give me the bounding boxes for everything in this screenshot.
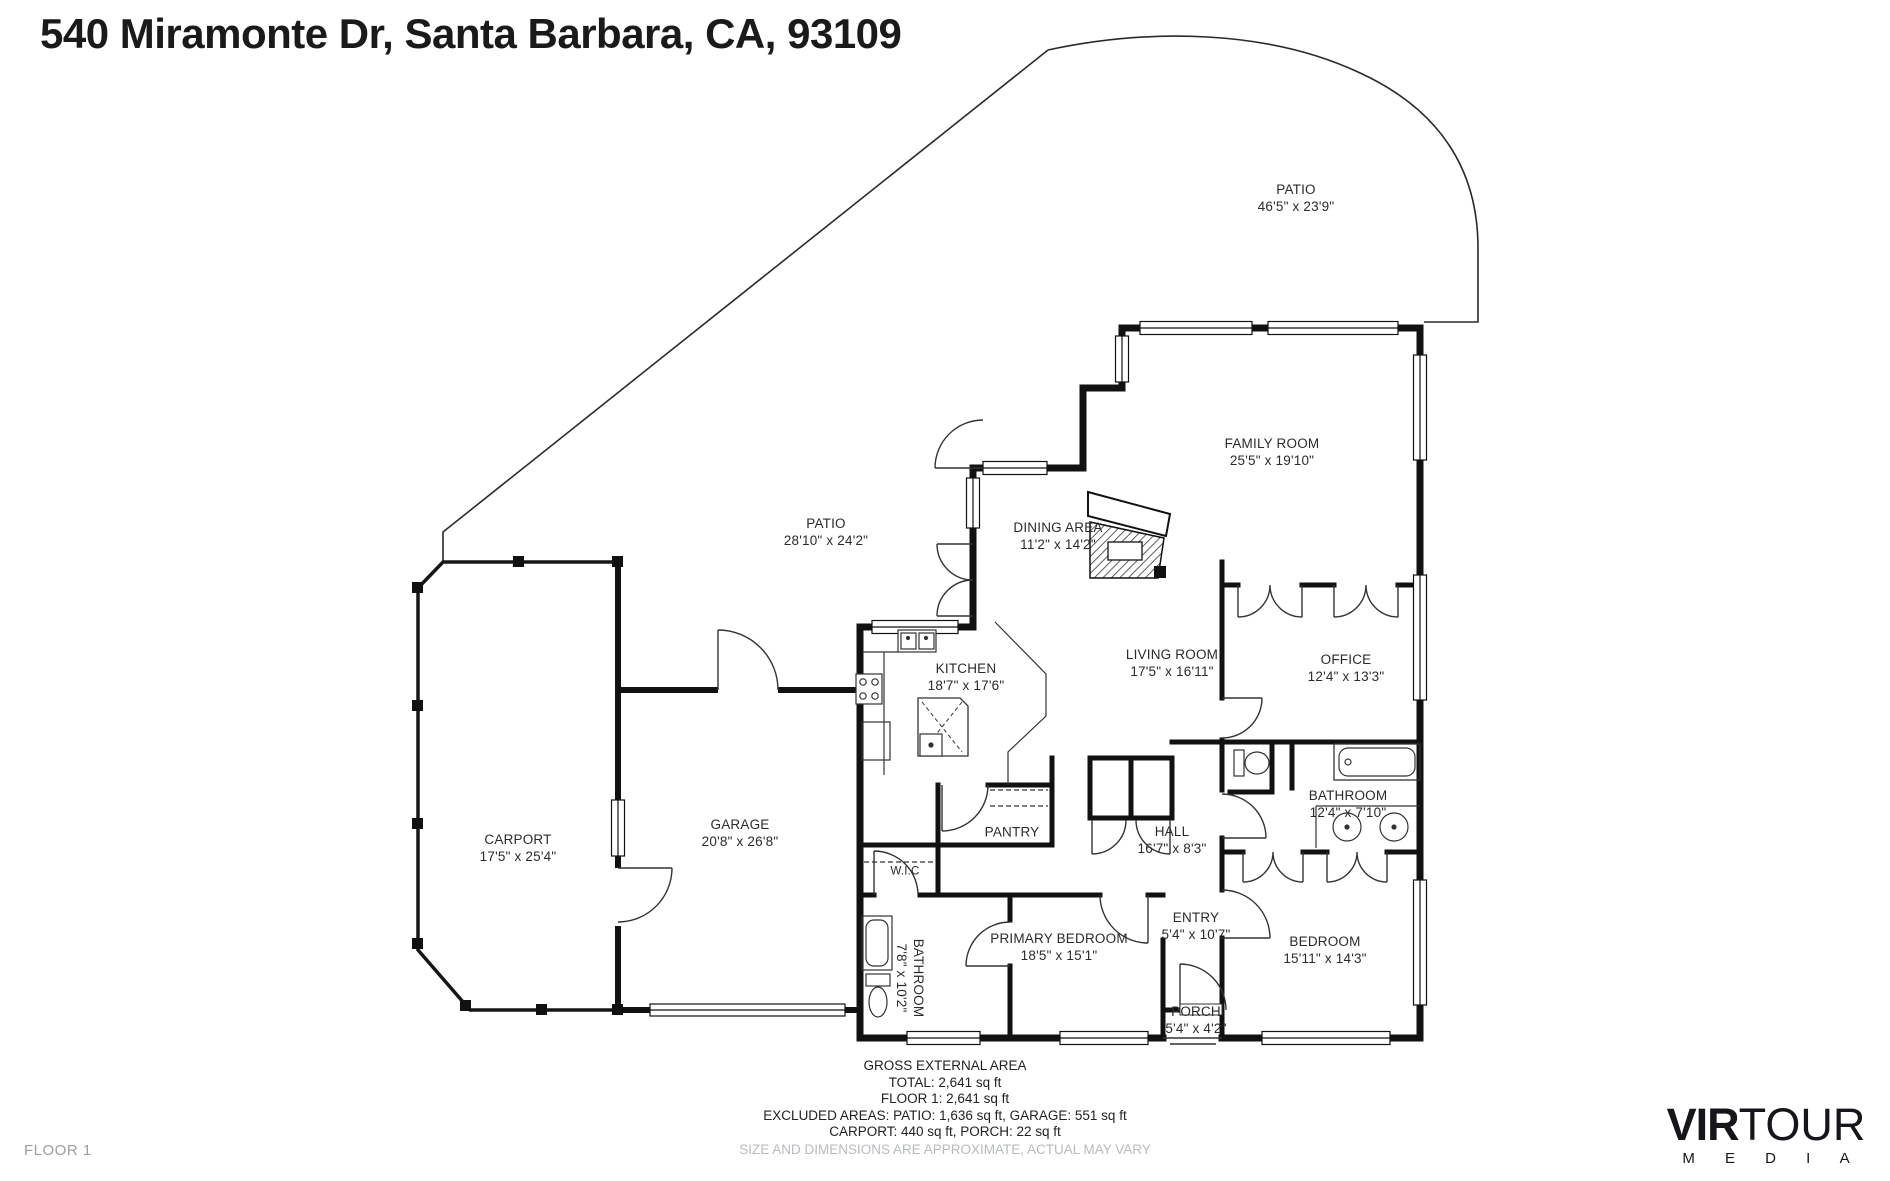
garage-door [649,1003,846,1017]
peninsula-counter [994,621,1047,785]
room-dims: 18'5" x 15'1" [1020,948,1098,963]
room-name: LIVING ROOM [1125,647,1219,662]
room-label-bedroom: BEDROOM 15'11" x 14'3" [1283,933,1366,967]
room-name: CARPORT [484,832,552,847]
room-dims: 11'2" x 14'2" [1020,537,1096,552]
summary-total: TOTAL: 2,641 sq ft [888,1074,1002,1090]
room-name: BATHROOM [1308,788,1388,803]
carport-posts [412,556,623,1015]
summary-excluded-2: CARPORT: 440 sq ft, PORCH: 22 sq ft [829,1124,1061,1139]
room-name: PATIO [1276,182,1316,197]
logo-part-media: M E D I A [1682,1150,1863,1167]
room-label-entry: ENTRY 5'4" x 10'7" [1162,909,1231,943]
room-dims: 12'4" x 13'3" [1307,669,1385,684]
room-dims: 15'11" x 14'3" [1283,951,1367,966]
virtour-media-logo: VIRTOUR M E D I A [1652,1102,1880,1168]
carport-walls [412,556,623,1015]
door-threshold [1179,1003,1223,1016]
room-dims: 5'4" x 4'2" [1165,1021,1227,1036]
room-label-family-room: FAMILY ROOM 25'5" x 19'10" [1225,435,1320,469]
interior-walls [857,559,1423,1041]
sink [1332,812,1362,842]
logo-part-tour: TOUR [1738,1099,1866,1150]
fireplace [1087,490,1172,579]
room-name: PORCH [1171,1004,1221,1019]
misc-details [864,789,1223,1045]
room-dims: 28'10" x 24'2" [783,533,869,548]
room-name: BATHROOM [911,938,926,1018]
room-label-office: OFFICE 12'4" x 13'3" [1308,651,1385,685]
room-label-patio-upper: PATIO 46'5" x 23'9" [1258,181,1335,215]
room-label-hall-bathroom: BATHROOM 12'4" x 7'10" [1309,787,1388,821]
counter-line [862,651,898,775]
logo-wordmark: VIRTOUR [1667,1102,1866,1148]
logo-part-vir: VIR [1666,1099,1740,1150]
room-dims: 5'4" x 10'7" [1161,927,1231,942]
room-label-hall: HALL 16'7" x 8'3" [1138,823,1207,857]
pantry-shelves [990,789,1048,807]
room-label-carport: CARPORT 17'5" x 25'4" [480,831,557,865]
toilet [1233,749,1245,777]
bathtub [861,915,893,971]
kitchen-sink [897,629,937,653]
room-label-living-room: LIVING ROOM 17'5" x 16'11" [1126,646,1218,680]
vanity-counter [1315,805,1420,848]
room-label-porch: PORCH 5'4" x 4'2" [1165,1003,1226,1037]
room-name: ENTRY [1172,910,1220,925]
patio-outline [442,35,1479,562]
garage-walls [615,562,860,1013]
room-label-garage: GARAGE 20'8" x 26'8" [702,816,779,850]
room-dims: 18'7" x 17'6" [927,678,1005,693]
primary-bath-fixtures [861,915,893,1018]
room-name: PRIMARY BEDROOM [990,931,1128,946]
room-name: KITCHEN [935,661,997,676]
summary-floor1: FLOOR 1: 2,641 sq ft [880,1091,1010,1106]
room-name: DINING AREA [1013,520,1103,535]
room-name: GARAGE [710,817,770,832]
room-label-patio-lower: PATIO 28'10" x 24'2" [784,515,868,549]
room-name: HALL [1154,824,1190,839]
summary-excluded-1: EXCLUDED AREAS: PATIO: 1,636 sq ft, GARA… [763,1107,1127,1123]
toilet [865,973,891,987]
room-name: PATIO [806,516,846,531]
room-name: OFFICE [1320,652,1372,667]
room-dims: 17'5" x 16'11" [1130,664,1214,679]
room-dims: 17'5" x 25'4" [479,849,557,864]
room-label-kitchen: KITCHEN 18'7" x 17'6" [928,660,1005,694]
room-label-pantry: PANTRY [985,824,1040,841]
area-summary: GROSS EXTERNAL AREA TOTAL: 2,641 sq ft F… [595,1058,1295,1158]
hall-bath-fixtures [1233,743,1421,848]
floor-label: FLOOR 1 [24,1142,92,1159]
doors [617,419,1399,1011]
room-name: BEDROOM [1289,934,1361,949]
room-name: W.I.C [890,865,920,878]
room-dims: 46'5" x 23'9" [1257,199,1335,214]
room-label-wic: W.I.C [890,864,919,881]
page-title: 540 Miramonte Dr, Santa Barbara, CA, 931… [40,10,902,57]
fridge [861,721,891,761]
summary-heading: GROSS EXTERNAL AREA [863,1058,1027,1073]
room-name: FAMILY ROOM [1224,436,1320,451]
bathtub [1333,743,1421,781]
room-label-primary-bedroom: PRIMARY BEDROOM 18'5" x 15'1" [990,930,1128,964]
kitchen-fixtures [855,621,1047,785]
room-label-dining-area: DINING AREA 11'2" x 14'2" [1013,519,1102,553]
room-dims: 25'5" x 19'10" [1229,453,1315,468]
room-label-primary-bathroom: BATHROOM 7'8" x 10'2" [893,939,927,1018]
summary-disclaimer: SIZE AND DIMENSIONS ARE APPROXIMATE, ACT… [739,1141,1151,1157]
windows [610,320,1428,1046]
room-dims: 20'8" x 26'8" [701,834,779,849]
room-dims: 12'4" x 7'10" [1309,805,1387,820]
sink [1379,812,1409,842]
stove [855,673,883,705]
room-name: PANTRY [984,824,1040,840]
room-dims: 7'8" x 10'2" [894,943,909,1013]
porch-step [1163,1037,1222,1045]
room-dims: 16'7" x 8'3" [1137,841,1207,856]
